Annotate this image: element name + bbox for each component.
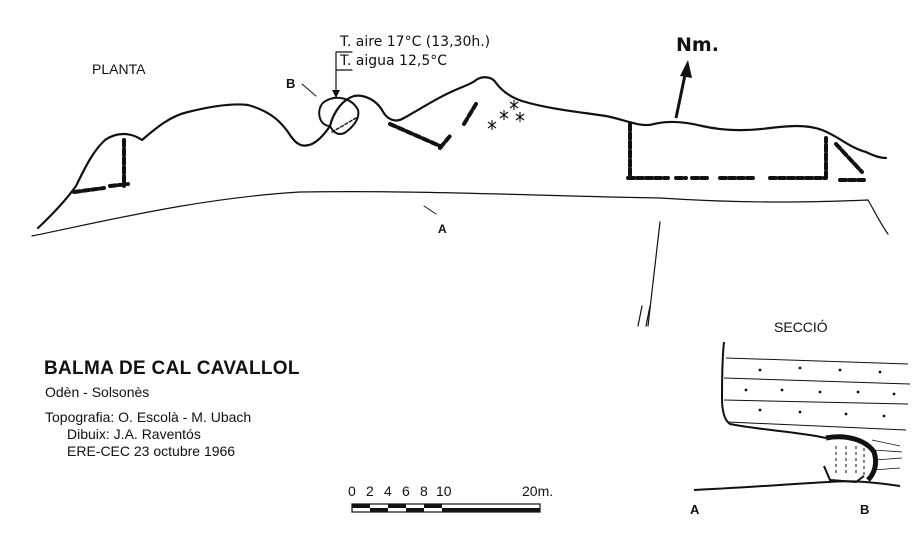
survey-drawing: Dibuix: J.A. Raventós [67,426,201,442]
section-label: SECCIÓ [774,319,828,335]
section-point-b: B [860,502,870,517]
section-view [693,341,911,491]
north-label: Nm. [676,34,719,56]
plan-point-b: B [286,76,296,91]
survey-topography: Topografia: O. Escolà - M. Ubach [45,409,252,425]
temperature-arrow [332,90,340,98]
chamber-b-wall [318,96,360,135]
temp-air-label: T. aire 17°C (13,30h.) [340,34,491,50]
section-point-a: A [690,502,700,517]
section-drips [835,446,865,476]
section-strata [723,357,911,431]
section-hatch [871,439,903,471]
chamber-b-ledge [331,117,357,133]
scale-tick-10: 10 [436,483,452,499]
survey-date: ERE-CEC 23 octubre 1966 [67,443,236,459]
survey-title: BALMA DE CAL CAVALLOL [44,358,300,379]
scale-tick-8: 8 [420,483,428,499]
scale-end-label: 20m. [522,483,554,499]
cave-wall-outline [36,76,888,230]
north-arrow [674,60,692,119]
section-overhang [825,434,879,482]
survey-location: Odèn - Solsonès [45,384,150,400]
section-floor [693,480,901,491]
section-pebbles [744,366,896,418]
section-block [823,465,865,484]
scale-tick-2: 2 [366,483,374,499]
scale-tick-0: 0 [348,483,356,499]
temperature-bracket [335,51,353,95]
scale-tick-6: 6 [402,483,410,499]
vegetation-symbols [487,100,525,130]
scale-tick-4: 4 [384,483,392,499]
temp-water-label: T. aigua 12,5°C [340,53,447,69]
plan-point-a: A [438,222,447,236]
break-line-1 [647,221,661,327]
b-leader [301,83,317,97]
plan-label: PLANTA [92,61,146,77]
a-leader [423,205,437,215]
section-roof [720,341,827,439]
scale-bar [351,503,541,513]
ledge-marks [72,102,868,194]
break-line-2 [637,305,651,327]
floor-line [31,191,889,237]
